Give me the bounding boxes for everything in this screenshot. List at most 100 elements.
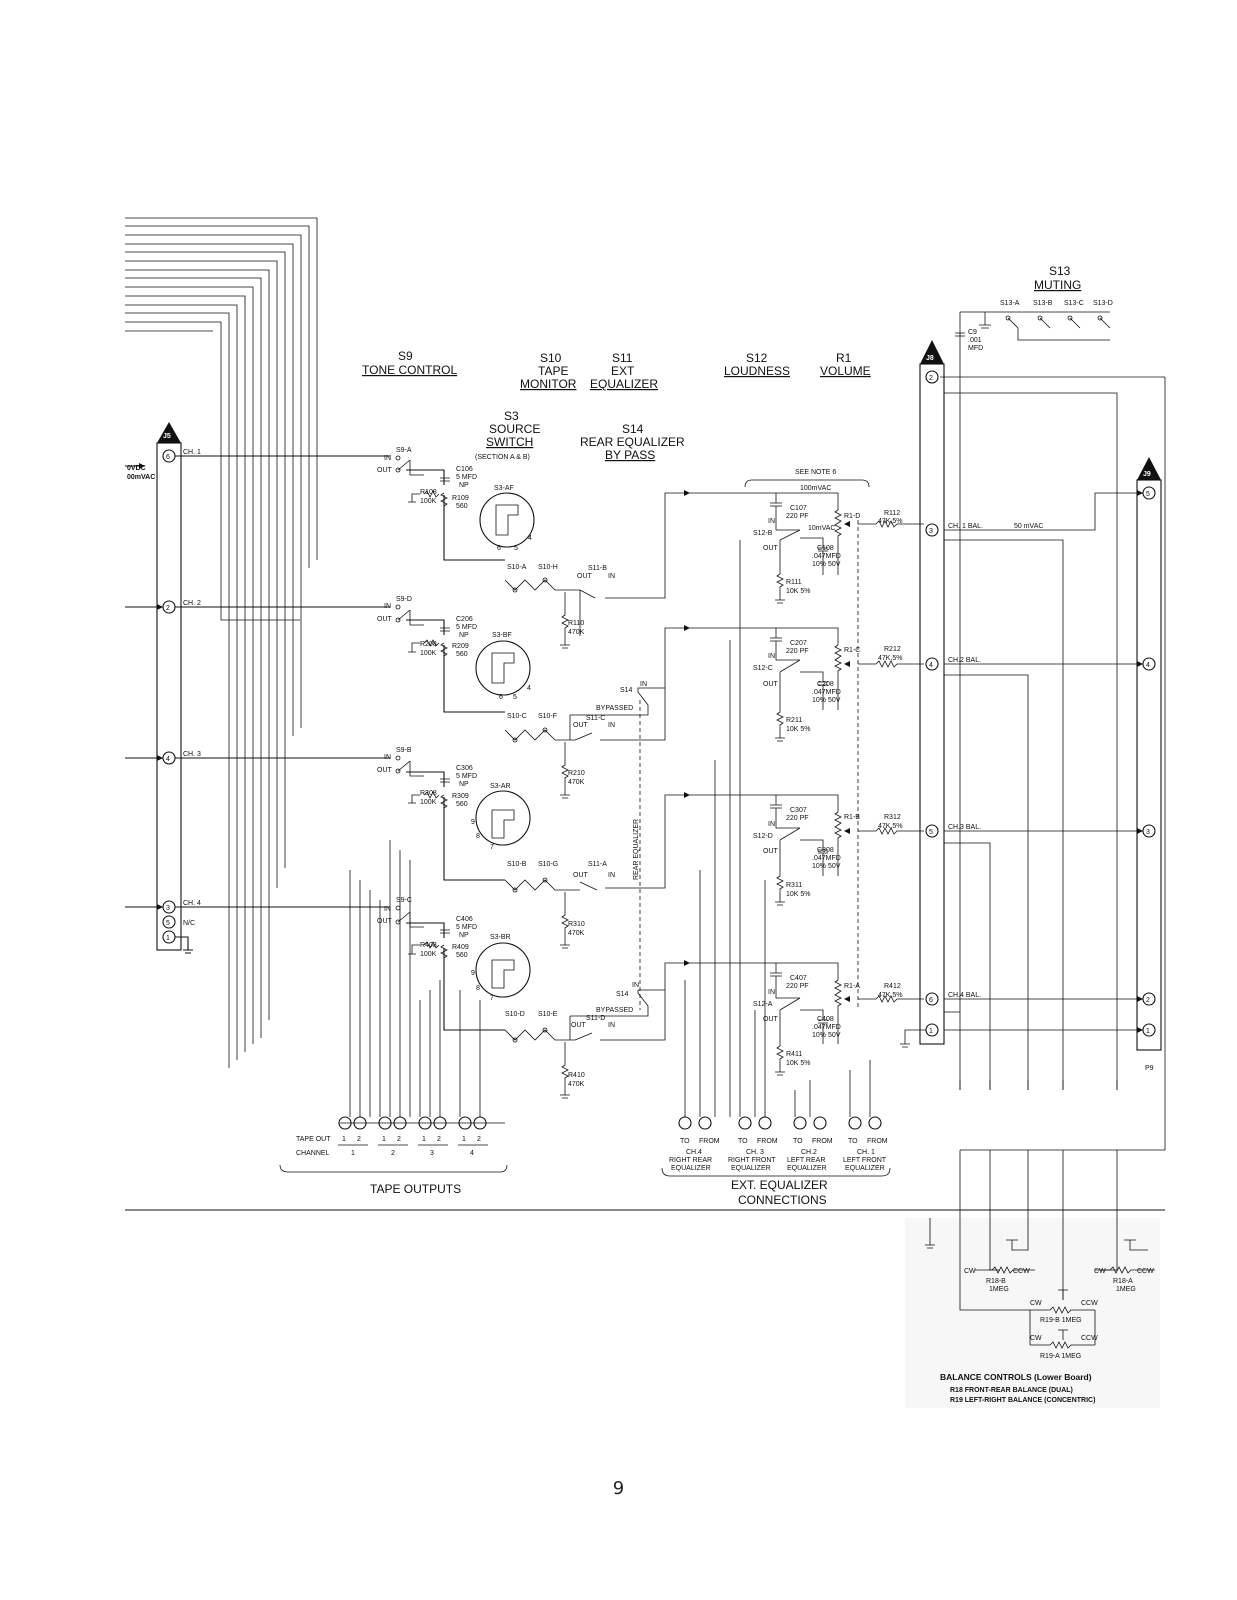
ch2-r212: R212 [884, 646, 901, 653]
ch3-c308-val: .047MFD [812, 855, 841, 862]
ch3-s9-label: S9-B [396, 747, 412, 754]
ch2-c208: C208 [817, 681, 834, 688]
s3-sub-2: SWITCH [486, 435, 533, 449]
ch3-r311-val: 10K 5% [786, 891, 811, 898]
r18a-cw: CW [1094, 1268, 1106, 1275]
ch1-c106-val: 5 MFD [456, 474, 477, 481]
c9-label: C9 [968, 329, 977, 336]
ch2-s12-in: IN [768, 653, 775, 660]
eq-group-ch1-line2: EQUALIZER [845, 1165, 885, 1172]
ch2-s14-in: IN [640, 681, 647, 688]
j5-pin-5-number: 5 [166, 920, 170, 927]
ch2-label: CH. 2 [183, 600, 201, 607]
s13-muting: S13-A S13-B S13-C S13-D C9 .001 MFD [940, 300, 1165, 1090]
ch3-s3-pin-c: 7 [490, 844, 494, 851]
r19a-ccw: CCW [1081, 1335, 1098, 1342]
rear-equalizer-link: REAR EQUALIZER [633, 700, 641, 1010]
ch4-c408-tol: 10% 50V [812, 1032, 841, 1039]
ch1-r110-val: 470K [568, 629, 585, 636]
ch4-bypassed: BYPASSED [596, 1007, 633, 1014]
ch4-c407: C407 [790, 975, 807, 982]
ch1-r112-val: 47K,5% [878, 518, 903, 525]
tape-channel-3: 3 [430, 1150, 434, 1157]
tape-jack-1-ch3: 1 [422, 1136, 426, 1143]
ch4-s3-pin-c: 7 [490, 995, 494, 1002]
eq-from-ch1: FROM [867, 1138, 888, 1145]
ch2-c206-np: NP [459, 632, 469, 639]
tape-out-label: TAPE OUT [296, 1136, 331, 1143]
ch3-r308-val: 100K [420, 799, 437, 806]
s3-sub-1: SOURCE [489, 422, 540, 436]
eq-group-ch1-line1: LEFT FRONT [843, 1157, 887, 1164]
ch1-level-mid: 10mVAC [808, 525, 836, 532]
ch2-r212-val: 47K,5% [878, 655, 903, 662]
ch2-s3-label: S3-BF [492, 632, 512, 639]
ch3-c306-val: 5 MFD [456, 773, 477, 780]
balance-controls-panel [905, 1218, 1160, 1408]
ch1-c107: C107 [790, 505, 807, 512]
ch1-s11-in: IN [608, 573, 615, 580]
ch3-c307: C307 [790, 807, 807, 814]
j8-pin-ch3: 5 [929, 829, 933, 836]
ch2-bal-label: CH.2 BAL. [948, 657, 981, 664]
j5-extra-pins: 5 N/C 1 [162, 915, 195, 954]
s9-subheading: TONE CONTROL [362, 363, 457, 377]
eq-group-ch1: CH. 1 [857, 1149, 875, 1156]
r1-subheading: VOLUME [820, 364, 871, 378]
ch1-s12: S12-B [753, 530, 773, 537]
balance-line-2: R19 LEFT-RIGHT BALANCE (CONCENTRIC) [950, 1397, 1095, 1404]
j5-pin-1-number: 1 [166, 935, 170, 942]
ch4-s14: S14 [616, 991, 629, 998]
ch1-r108-val: 100K [420, 498, 437, 505]
channel-2-row: 2 CH. 2 [125, 600, 505, 713]
channel-1-switching: S9-A IN OUT C106 5 MFD NP R108 100K R109… [377, 447, 690, 649]
ch2-s3-rotary [475, 640, 531, 696]
channel-2-switching: S9-D IN OUT C206 5 MFD NP R208 100K R209… [377, 596, 690, 799]
channel-3-loudness: C307 220 PF IN S12-D OUT C308 .047MFD 10… [690, 794, 924, 906]
channel-3-row: 4 CH. 3 [125, 751, 505, 881]
r18a-ccw: CCW [1137, 1268, 1154, 1275]
ch3-s3-rotary [475, 790, 531, 846]
ch3-c307-val: 220 PF [786, 815, 809, 822]
j8-connector: J8 2 3 4 5 6 1 CH. 1 BAL. CH.2 BAL. CH.3… [900, 340, 1143, 1090]
ext-equalizer-connections: TO FROM TO FROM TO FROM TO FROM CH.4 RIG… [661, 540, 891, 1207]
s11-sub-2: EQUALIZER [590, 377, 658, 391]
ch4-s10b: S10-E [538, 1011, 558, 1018]
tape-jack-1-ch2: 1 [382, 1136, 386, 1143]
r19b-label: R19-B 1MEG [1040, 1317, 1082, 1324]
ch4-s3-pin-a: 9 [471, 970, 475, 977]
ch2-s11: S11-C [586, 715, 605, 722]
ch1-r112: R112 [884, 510, 900, 517]
j5-connector: J5 0VDC 00mVAC [127, 422, 182, 951]
ch3-s9-in: IN [384, 754, 391, 761]
s10-heading: S10 [540, 351, 562, 365]
ch2-s10b: S10-F [538, 713, 557, 720]
ch1-s10a: S10-A [507, 564, 527, 571]
s14-heading: S14 [622, 422, 644, 436]
ch3-s9-out: OUT [377, 767, 393, 774]
ch2-s3-pin-b: 5 [513, 694, 517, 701]
ch3-s3-label: S3-AR [490, 783, 511, 790]
ch1-r108: R108 [420, 489, 437, 496]
tape-outputs: TAPE OUT 1 2 1 2 1 2 1 2 CHANNEL 1 2 3 4… [279, 840, 508, 1196]
s12-subheading: LOUDNESS [724, 364, 790, 378]
ch3-r312: R312 [884, 814, 901, 821]
j5-pin-ch4-number: 3 [166, 905, 170, 912]
ch2-r208-val: 100K [420, 650, 437, 657]
ch1-c106-np: NP [459, 482, 469, 489]
s13-a-label: S13-A [1000, 300, 1020, 307]
eq-to-ch3: TO [738, 1138, 748, 1145]
ch4-s11-in: IN [608, 1022, 615, 1029]
ch3-s11-in: IN [608, 872, 615, 879]
ch2-c208-tol: 10% 50V [812, 697, 841, 704]
ch3-r310-val: 470K [568, 930, 585, 937]
j9-connector-label: J9 [1143, 471, 1151, 478]
r19a-cw: CW [1030, 1335, 1042, 1342]
ch3-s12: S12-D [753, 833, 773, 840]
j5-connector-body [156, 442, 182, 951]
eq-group-ch2-line2: EQUALIZER [787, 1165, 827, 1172]
ch2-c208-val: .047MFD [812, 689, 841, 696]
ch3-c306-np: NP [459, 781, 469, 788]
r18a-value: 1MEG [1116, 1286, 1136, 1293]
